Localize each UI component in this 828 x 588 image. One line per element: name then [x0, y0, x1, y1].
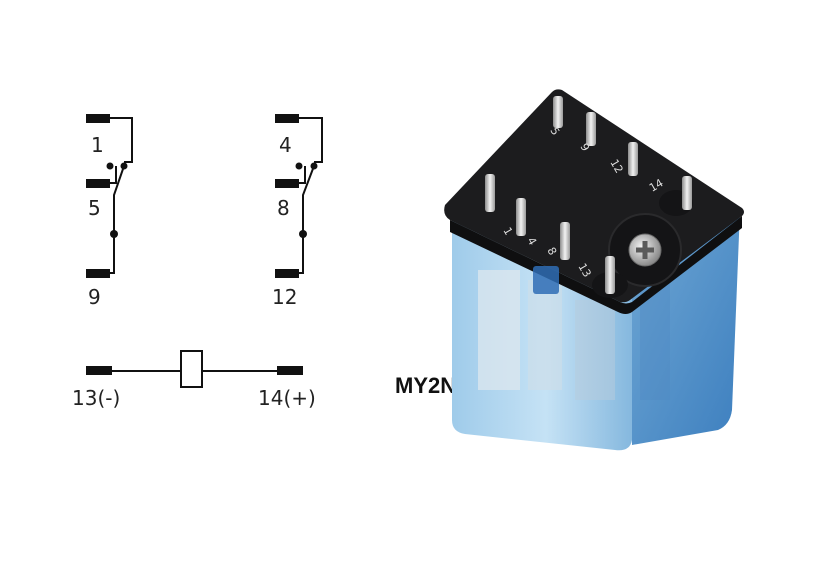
terminal-9: [86, 269, 110, 278]
contact-group-b: 4 8 12: [272, 114, 323, 309]
terminal-8: [275, 179, 299, 188]
pin-label-14: 14(+): [258, 386, 316, 410]
pin-label-13: 13(-): [72, 386, 120, 410]
terminal-1: [86, 114, 110, 123]
coil-symbol: [180, 350, 203, 388]
terminal-14: [277, 366, 303, 375]
pin-marking-12: 12: [607, 157, 625, 176]
relay-photo-icon: 5 9 12 14 1 4 8 13: [444, 89, 744, 451]
coil: 13(-) 14(+): [72, 350, 316, 410]
pin-label-1: 1: [91, 133, 104, 157]
screw-icon: [628, 233, 662, 267]
pin-marking-14: 14: [647, 176, 666, 194]
pin-marking-13: 13: [575, 261, 593, 280]
pin-label-12: 12: [272, 285, 297, 309]
pin-label-4: 4: [279, 133, 292, 157]
pin-label-8: 8: [277, 196, 290, 220]
terminal-12: [275, 269, 299, 278]
pin-label-5: 5: [88, 196, 101, 220]
terminal-13: [86, 366, 112, 375]
terminal-4: [275, 114, 299, 123]
contact-group-a: 1 5 9: [86, 114, 133, 309]
pin-label-9: 9: [88, 285, 101, 309]
terminal-5: [86, 179, 110, 188]
